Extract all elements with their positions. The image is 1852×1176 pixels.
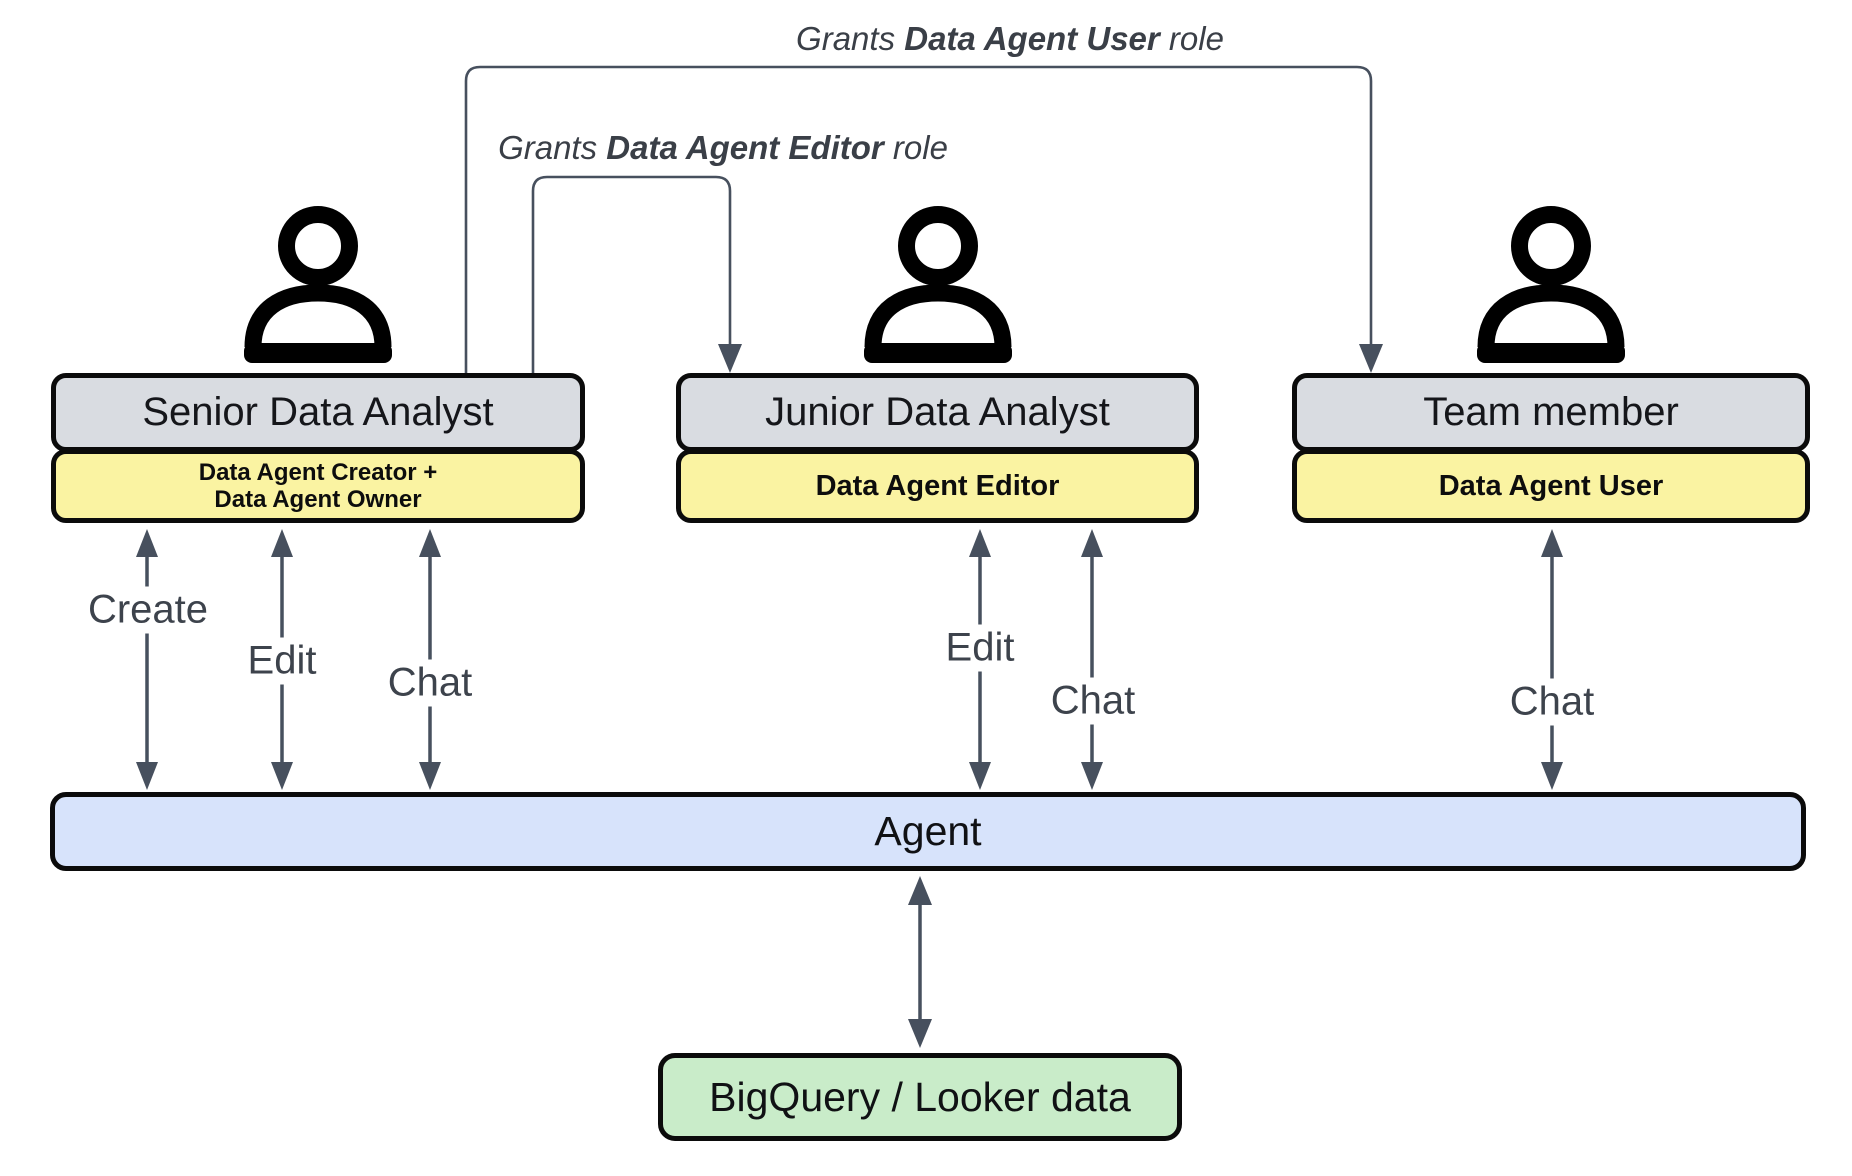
label-chat-junior: Chat (1043, 677, 1143, 725)
agent-bar: Agent (50, 792, 1806, 871)
grants-editor-prefix: Grants (498, 129, 607, 166)
card-team-member: Team member Data Agent User (1292, 373, 1810, 523)
datastore-label: BigQuery / Looker data (709, 1073, 1131, 1120)
label-create-senior: Create (80, 586, 216, 634)
arrowhead (1359, 344, 1383, 373)
arrow-agent-datastore (908, 876, 932, 1048)
grants-editor-label: Grants Data Agent Editor role (498, 129, 948, 167)
card-title: Team member (1292, 373, 1810, 452)
grants-user-suffix: role (1159, 20, 1224, 57)
datastore-box: BigQuery / Looker data (658, 1053, 1182, 1141)
arrow-chat-team (1541, 529, 1563, 790)
grants-editor-role-name: Data Agent Editor (606, 129, 884, 166)
label-chat-senior: Chat (380, 659, 480, 707)
grants-user-connector (464, 65, 1383, 373)
card-junior-data-analyst: Junior Data Analyst Data Agent Editor (676, 373, 1199, 523)
agent-label: Agent (874, 808, 982, 854)
arrow-chat-junior (1081, 529, 1103, 790)
person-icon-senior (244, 206, 392, 363)
card-title: Junior Data Analyst (676, 373, 1199, 452)
role-badge: Data Agent Editor (676, 449, 1199, 523)
arrowhead (718, 344, 742, 373)
role-line: Data Agent Creator + (198, 459, 438, 486)
role-badge: Data Agent Creator + Data Agent Owner (51, 449, 585, 523)
grants-user-prefix: Grants (796, 20, 905, 57)
card-title-text: Senior Data Analyst (142, 390, 494, 434)
grants-user-role-name: Data Agent User (904, 20, 1160, 57)
card-title: Senior Data Analyst (51, 373, 585, 452)
person-icon-junior (864, 206, 1012, 363)
role-line: Data Agent Owner (214, 486, 422, 513)
role-badge: Data Agent User (1292, 449, 1810, 523)
label-chat-team: Chat (1502, 678, 1602, 726)
card-title-text: Team member (1423, 390, 1679, 434)
role-line: Data Agent Editor (815, 469, 1060, 502)
label-edit-junior: Edit (938, 624, 1022, 672)
grants-user-label: Grants Data Agent User role (796, 20, 1224, 58)
arrow-create-senior (136, 529, 158, 790)
card-title-text: Junior Data Analyst (765, 390, 1110, 434)
grants-editor-connector (531, 175, 742, 373)
grants-editor-suffix: role (883, 129, 948, 166)
card-senior-data-analyst: Senior Data Analyst Data Agent Creator +… (51, 373, 585, 523)
label-edit-senior: Edit (240, 637, 324, 685)
role-line: Data Agent User (1438, 469, 1664, 502)
person-icon-team (1477, 206, 1625, 363)
